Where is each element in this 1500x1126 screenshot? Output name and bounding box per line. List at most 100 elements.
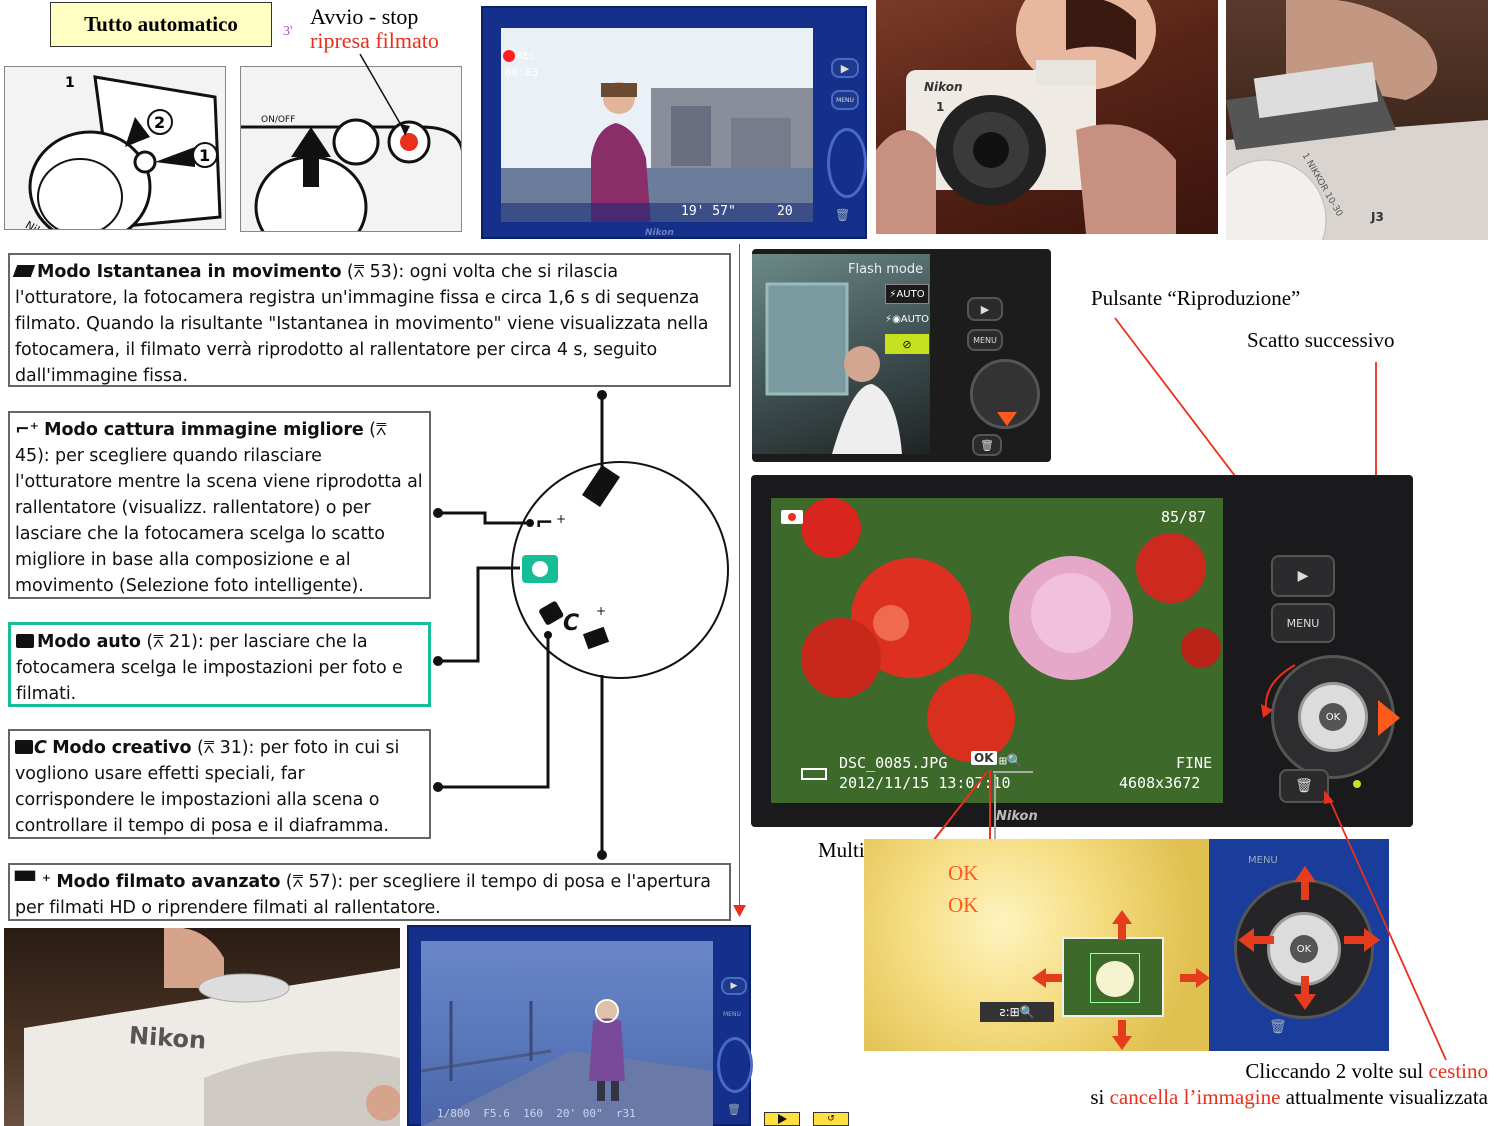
lcd-side-buttons: ▶ MENU 🗑 bbox=[827, 58, 867, 228]
battery-icon bbox=[801, 768, 827, 780]
zoom-thumbnail bbox=[1062, 937, 1164, 1017]
zoom-multiselector[interactable]: OK bbox=[1234, 879, 1374, 1019]
flash-option-auto-label: AUTO bbox=[896, 288, 925, 300]
mode-ref: (⩞ 31) bbox=[196, 738, 249, 758]
record-label-line1: Avvio - stop bbox=[310, 4, 419, 29]
best-moment-icon: ⌐⁺ bbox=[15, 420, 39, 440]
playback-menu-button[interactable]: MENU bbox=[1271, 603, 1335, 643]
record-label: Avvio - stop ripresa filmato bbox=[310, 5, 439, 53]
mode-desc: : per scegliere quando rilasciare l'ottu… bbox=[15, 446, 423, 596]
delete-note-line2: si cancella l’immagine attualmente visua… bbox=[1000, 1084, 1488, 1110]
flash-play-button-icon: ▶ bbox=[967, 297, 1003, 321]
mode-box-motion-snapshot: Modo Istantanea in movimento (⩞ 53): ogn… bbox=[8, 253, 731, 387]
playback-play-button[interactable]: ▶ bbox=[1271, 555, 1335, 597]
svg-text:⌐: ⌐ bbox=[535, 511, 553, 536]
flash-dial-down-arrow-icon bbox=[997, 412, 1017, 426]
record-label-line2: ripresa filmato bbox=[310, 28, 439, 53]
face-frame bbox=[595, 999, 619, 1023]
movie-icon: ▀▘⁺ bbox=[15, 872, 51, 892]
zoom-toolbar: ƨ:⊞🔍 bbox=[980, 1002, 1054, 1022]
delete-note-line1-red: cestino bbox=[1428, 1059, 1488, 1083]
red-guide-arrowhead bbox=[733, 905, 746, 917]
delete-note-line1: Cliccando 2 volte sul cestino bbox=[1000, 1058, 1488, 1084]
lcd-face-status-bar: 1/800 F5.6 160 20' 00" r31 bbox=[437, 1107, 636, 1120]
flash-option-redeye-label: AUTO bbox=[900, 313, 929, 325]
flash-option-off: ⊘ bbox=[885, 334, 929, 354]
delete-note: Cliccando 2 volte sul cestino si cancell… bbox=[1000, 1058, 1488, 1110]
lcd-remaining: 20' 00" bbox=[556, 1107, 603, 1120]
delete-note-line2-post: attualmente visualizzata bbox=[1280, 1085, 1488, 1109]
svg-text:C: C bbox=[563, 611, 579, 636]
mode-desc: : per lasciare che la fotocamera scelga … bbox=[16, 632, 403, 704]
rec-count: 20 bbox=[777, 204, 793, 219]
menu-button: MENU bbox=[831, 90, 859, 110]
mode-ref: (⩞ 45) bbox=[15, 420, 387, 466]
camera-model-label: 1 bbox=[936, 100, 945, 114]
zoom-screen: ƨ:⊞🔍 bbox=[864, 839, 1209, 1051]
flash-trash-icon: 🗑 bbox=[972, 434, 1002, 456]
mode-ref: (⩞ 57) bbox=[285, 872, 338, 892]
playback-zoom-icons: ⊞🔍 bbox=[999, 754, 1024, 769]
mode-dial-connectors: ⌐ + C + bbox=[433, 390, 729, 860]
playback-screen: 85/87 DSC_0085.JPG OK ⊞🔍 2012/11/15 13:0… bbox=[771, 498, 1223, 803]
motion-snapshot-icon bbox=[12, 265, 36, 277]
rotate-dial-arrow bbox=[1261, 664, 1296, 718]
svg-text:2: 2 bbox=[154, 113, 165, 132]
red-guide-line bbox=[739, 244, 740, 909]
playback-multiselector[interactable]: OK bbox=[1271, 655, 1400, 779]
flash-menu-button: MENU bbox=[967, 329, 1003, 351]
svg-text:1: 1 bbox=[65, 75, 75, 91]
mode-box-creative: C Modo creativo (⩞ 31): per foto in cui … bbox=[8, 729, 431, 839]
photo-flash-closeup: J3 1 NIKKOR 10-30 bbox=[1226, 0, 1488, 240]
mode-name: Modo cattura immagine migliore bbox=[44, 420, 364, 440]
onoff-label: ON/OFF bbox=[261, 115, 295, 125]
trash-icon: 🗑 bbox=[835, 208, 851, 222]
mode-name: Modo auto bbox=[37, 632, 141, 652]
direction-arrows bbox=[1032, 866, 1380, 1050]
mode-box-auto: Modo auto (⩞ 21): per lasciare che la fo… bbox=[8, 622, 431, 707]
record-pointer-arrow bbox=[359, 53, 410, 136]
lcd-face-screen: 1/800 F5.6 160 20' 00" r31 bbox=[421, 941, 713, 1126]
zoom-ok-2: OK bbox=[948, 893, 979, 917]
playback-filename: DSC_0085.JPG bbox=[839, 754, 948, 772]
zoom-menu-label: MENU bbox=[1248, 855, 1278, 866]
playback-trash-button[interactable]: 🗑 bbox=[1279, 769, 1329, 803]
playback-ok-badge: OK bbox=[971, 751, 997, 765]
svg-text:+: + bbox=[556, 512, 566, 526]
lcd-recording: REC 00:03 19' 57" 20 ▶ MENU 🗑 Nikon bbox=[481, 6, 867, 239]
nav-next-button[interactable] bbox=[764, 1112, 800, 1126]
page-title: Tutto automatico bbox=[50, 2, 272, 47]
status-led bbox=[1353, 780, 1361, 788]
lcd-shutter: 1/800 bbox=[437, 1107, 471, 1120]
play-arrow-icon bbox=[777, 1114, 787, 1124]
playback-camera-icon bbox=[781, 510, 803, 524]
lcd-iso: 160 bbox=[523, 1107, 543, 1120]
mode-desc: : per scegliere il tempo di posa e l'ape… bbox=[15, 872, 711, 918]
lcd-face-play-icon: ▶ bbox=[721, 977, 747, 995]
multiselector-dial bbox=[827, 128, 867, 198]
zoom-ok-1: OK bbox=[948, 861, 979, 885]
delete-note-line2-red: cancella l’immagine bbox=[1109, 1085, 1281, 1109]
rec-indicator: REC bbox=[503, 50, 535, 62]
nav-return-button[interactable]: ↺ bbox=[813, 1112, 849, 1126]
playback-size: 4608x3672 bbox=[1119, 774, 1201, 792]
zoom-panel: ƨ:⊞🔍 OK OK MENU OK 🗑 bbox=[864, 839, 1389, 1051]
play-button-label: Pulsante “Riproduzione” bbox=[1091, 286, 1301, 310]
mode-ref: (⩞ 53) bbox=[346, 262, 399, 282]
rec-dot-icon bbox=[503, 50, 515, 62]
creative-icon bbox=[15, 740, 33, 754]
playback-datetime: 2012/11/15 13:07:10 bbox=[839, 774, 1011, 792]
section-number: 3' bbox=[283, 24, 293, 39]
flash-option-redeye: ⚡◉AUTO bbox=[885, 313, 929, 325]
trash-small-icon: 🗑 bbox=[1269, 1019, 1287, 1035]
playback-dial-inner: OK bbox=[1298, 682, 1368, 752]
svg-text:+: + bbox=[596, 604, 606, 618]
lcd-face-detect: 1/800 F5.6 160 20' 00" r31 ▶ MENU 🗑 bbox=[407, 925, 753, 1126]
svg-text:Nikon: Nikon bbox=[23, 218, 56, 230]
next-shot-label: Scatto successivo bbox=[1247, 328, 1395, 352]
play-button-icon: ▶ bbox=[831, 58, 859, 78]
mode-name: Modo creativo bbox=[52, 738, 192, 758]
mode-dial-diagram: ON/OFF bbox=[240, 66, 462, 232]
flash-option-auto: ⚡AUTO bbox=[885, 284, 929, 304]
mode-box-advanced-movie: ▀▘⁺ Modo filmato avanzato (⩞ 57): per sc… bbox=[8, 863, 731, 921]
